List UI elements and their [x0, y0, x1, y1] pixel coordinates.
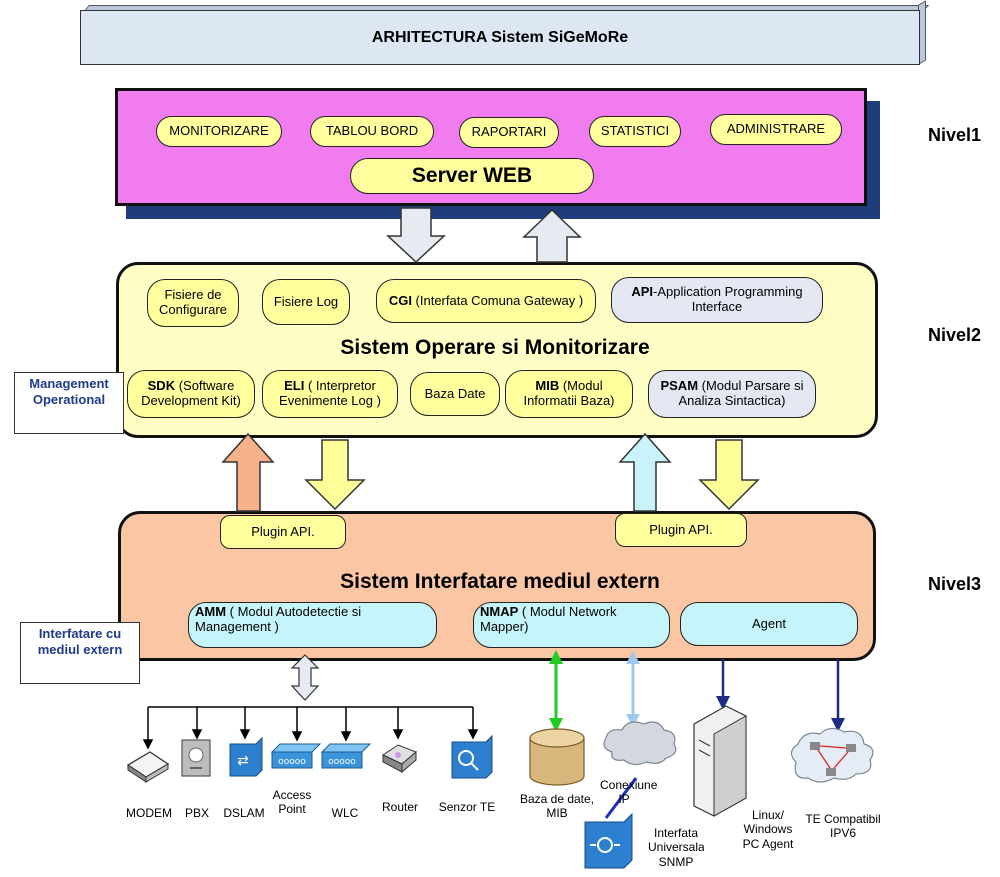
module-eli: ELI ( Interpretor Evenimente Log )	[262, 370, 398, 418]
label-pbx: PBX	[184, 806, 209, 820]
arrow-down-web-to-core	[386, 207, 446, 264]
modem-icon	[126, 751, 170, 783]
plugin-api-left: Plugin API.	[220, 515, 346, 549]
arrow-down-yellow-left	[304, 439, 366, 511]
label-modem: MODEM	[126, 806, 172, 820]
module-fisiere-log: Fisiere Log	[262, 279, 350, 325]
module-administrare: ADMINISTRARE	[710, 114, 842, 145]
module-psam: PSAM (Modul Parsare si Analiza Sintactic…	[648, 370, 816, 418]
level3-heading: Sistem Interfatare mediul extern	[340, 570, 660, 593]
arrow-ip-up	[626, 651, 640, 664]
arrow-db-up	[549, 650, 563, 664]
ipv6-cloud-icon	[790, 727, 874, 783]
module-fisiere-configurare: Fisiere de Configurare	[147, 279, 239, 327]
module-mib: MIB (Modul Informatii Baza)	[505, 370, 633, 418]
snmp-link	[604, 777, 638, 819]
pbx-icon	[181, 739, 211, 777]
management-operational-doc: Management Operational	[14, 372, 124, 434]
label-database: Baza de date, MIB	[519, 792, 595, 821]
svg-text:ooooo: ooooo	[278, 757, 306, 767]
label-access-point: Access Point	[272, 788, 312, 817]
label-senzor-te: Senzor TE	[438, 800, 496, 814]
plugin-api-right: Plugin API.	[615, 513, 747, 547]
arrow-up-cyan	[618, 432, 672, 512]
dslam-icon: ⇄	[229, 736, 263, 777]
ip-cloud-icon	[603, 721, 677, 766]
arrow-up-orange	[221, 432, 275, 512]
database-icon	[529, 728, 585, 786]
label-ip-connection: Conexiune IP	[600, 778, 658, 807]
snmp-interface-icon	[584, 812, 633, 869]
arrow-down-yellow-right	[698, 439, 760, 511]
level-label-1: Nivel1	[928, 125, 982, 145]
router-icon	[381, 744, 417, 774]
module-api: API-Application Programming Interface	[611, 277, 823, 323]
label-snmp-interface: Interfata Universala SNMP	[648, 826, 704, 869]
arrow-pc-down	[716, 696, 730, 710]
label-router: Router	[381, 800, 419, 814]
access-point-icon: ooooo	[270, 743, 322, 769]
senzor-te-icon	[451, 734, 493, 779]
module-statistici: STATISTICI	[589, 116, 681, 147]
arrow-ip-down	[626, 714, 640, 727]
svg-text:⇄: ⇄	[237, 753, 249, 769]
level-label-3: Nivel3	[928, 574, 982, 594]
module-raportari: RAPORTARI	[459, 117, 559, 148]
module-nmap: NMAP ( Modul Network Mapper)	[473, 602, 670, 648]
arrow-up-core-to-web	[522, 208, 582, 263]
level2-heading: Sistem Operare si Monitorizare	[340, 336, 650, 359]
interfatare-mediu-doc: Interfatare cu mediul extern	[20, 622, 140, 684]
module-amm: AMM ( Modul Autodetectie si Management )	[188, 602, 437, 648]
wlc-icon: ooooo	[320, 743, 372, 769]
module-agent: Agent	[680, 602, 858, 646]
arrow-db-down	[549, 718, 563, 732]
label-dslam: DSLAM	[223, 806, 265, 820]
arrow-ipv6-down	[831, 718, 845, 732]
module-baza-date: Baza Date	[410, 372, 500, 416]
level-label-2: Nivel2	[928, 325, 982, 345]
module-sdk: SDK (Software Development Kit)	[127, 370, 255, 418]
module-monitorizare: MONITORIZARE	[156, 116, 282, 147]
module-tablou-bord: TABLOU BORD	[310, 116, 434, 147]
module-cgi: CGI (Interfata Comuna Gateway )	[376, 279, 596, 323]
diagram-title: ARHITECTURA Sistem SiGeMoRe	[80, 10, 920, 65]
arrow-double-amm	[290, 654, 320, 701]
svg-text:ooooo: ooooo	[328, 757, 356, 767]
pc-server-icon	[693, 705, 747, 817]
label-wlc: WLC	[331, 806, 359, 820]
label-ipv6: TE Compatibil IPV6	[805, 812, 881, 841]
label-pc-agent: Linux/ Windows PC Agent	[742, 808, 794, 851]
server-web: Server WEB	[350, 158, 594, 194]
